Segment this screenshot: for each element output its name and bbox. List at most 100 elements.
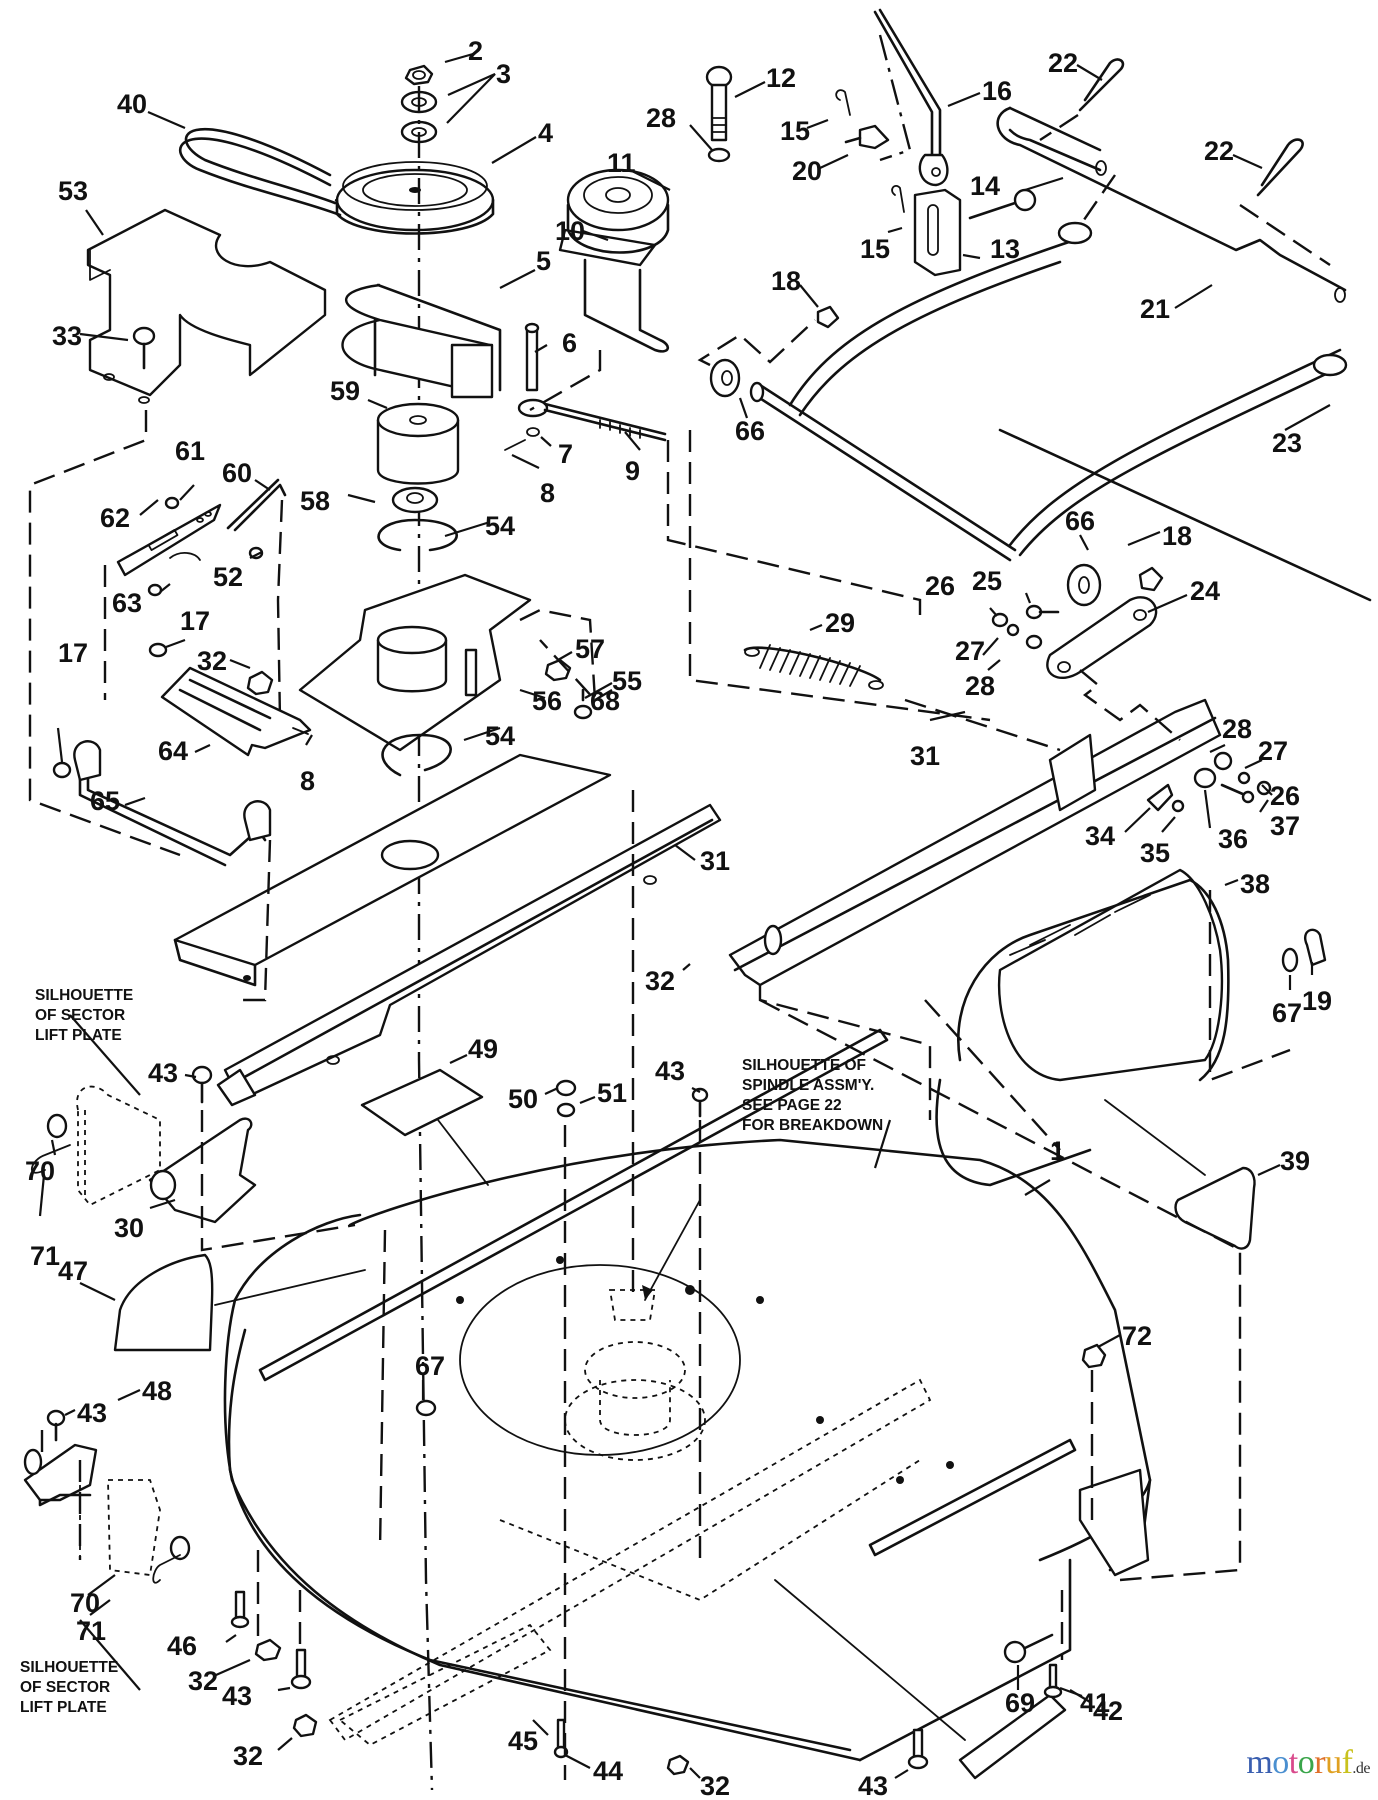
part-spacer-59 (376, 402, 460, 485)
callout-5: 5 (536, 246, 551, 276)
callout-23: 23 (1272, 428, 1302, 458)
part-screw-41 (1043, 1663, 1063, 1699)
callout-18a: 18 (771, 266, 801, 296)
callout-32d: 32 (233, 1741, 263, 1771)
callout-55: 55 (612, 666, 642, 696)
callout-2: 2 (468, 36, 483, 66)
callout-35: 35 (1140, 838, 1170, 868)
part-hairpin-22a (1078, 58, 1125, 112)
part-nut-17b (148, 642, 168, 658)
part-hairpin-71a (30, 1144, 71, 1174)
part-screw-61 (164, 496, 180, 510)
sector-plate-silhouette-bottom (79, 1475, 161, 1577)
watermark-letter: m (1246, 1744, 1273, 1781)
callout-57: 57 (575, 634, 605, 664)
callout-71b: 71 (76, 1616, 106, 1646)
part-rail-31-right (728, 698, 1222, 987)
leader-dash-10 (529, 350, 602, 412)
part-lift-link-62 (116, 503, 222, 577)
part-snap-ring-54a (377, 518, 458, 552)
callout-28a: 28 (646, 103, 676, 133)
note-line: SILHOUETTE OF (742, 1057, 866, 1074)
callout-9: 9 (625, 456, 640, 486)
callout-70b: 70 (70, 1588, 100, 1618)
callout-6: 6 (562, 328, 577, 358)
watermark-letter: f (1341, 1744, 1353, 1781)
part-bolt-63 (147, 583, 163, 597)
callout-20: 20 (792, 156, 822, 186)
part-belt-guard-5 (341, 283, 502, 399)
callout-11: 11 (607, 148, 636, 178)
callout-29: 29 (825, 608, 855, 638)
part-lift-rod-16 (873, 8, 949, 187)
callout-43b: 43 (655, 1056, 685, 1086)
callout-66b: 66 (1065, 506, 1095, 536)
callout-43a: 43 (148, 1058, 178, 1088)
part-bolt-46 (230, 1590, 250, 1629)
callout-51: 51 (597, 1078, 627, 1108)
watermark-letter: o (1272, 1744, 1289, 1781)
part-bushing-18b (1138, 566, 1164, 592)
part-lift-bracket-48 (23, 1443, 98, 1507)
watermark-logo: motoruf.de (1246, 1744, 1370, 1782)
callout-4: 4 (538, 118, 553, 148)
callout-17a: 17 (58, 638, 88, 668)
watermark-letter: u (1325, 1744, 1342, 1781)
watermark-letter: o (1297, 1744, 1315, 1781)
callout-62: 62 (100, 503, 130, 533)
leader-dash-66a (697, 319, 816, 367)
callout-48: 48 (142, 1376, 172, 1406)
callout-19: 19 (1302, 986, 1332, 1016)
part-hairpin-71b (152, 1554, 181, 1584)
leader-dash-60 (276, 499, 284, 721)
part-bushing-18a (816, 305, 840, 329)
part-washer-67b (415, 1399, 437, 1417)
note-line: LIFT PLATE (35, 1027, 122, 1044)
part-decal-39 (1104, 1099, 1256, 1250)
callout-12: 12 (766, 63, 796, 93)
leader-dash-right-rail (688, 430, 1061, 752)
callout-3: 3 (496, 59, 511, 89)
callout-15a: 15 (780, 116, 810, 146)
callout-16: 16 (982, 76, 1012, 106)
callouts: 40 2 3 4 53 5 33 12 28 11 10 6 15 20 16 … (25, 36, 1332, 1800)
part-snap-ring-54b (381, 733, 452, 777)
callout-71a: 71 (30, 1241, 60, 1271)
part-washer-70b (169, 1535, 191, 1561)
callout-68: 68 (590, 686, 620, 716)
part-nut-32d (292, 1713, 318, 1738)
part-link-rod-9 (517, 398, 667, 442)
part-arm-24 (1046, 596, 1158, 680)
part-pin-6 (524, 322, 540, 392)
note-sector-plate-bottom: SILHOUETTE OF SECTOR LIFT PLATE (20, 1659, 118, 1716)
callout-54b: 54 (485, 721, 515, 751)
callout-22b: 22 (1204, 136, 1234, 166)
watermark-tld: .de (1352, 1760, 1370, 1777)
part-mower-deck-1 (223, 1028, 1152, 1762)
part-decal-47 (113, 1253, 366, 1352)
callout-54a: 54 (485, 511, 515, 541)
callout-7: 7 (558, 439, 573, 469)
callout-43d: 43 (222, 1681, 252, 1711)
part-nut-17a (52, 761, 72, 779)
callout-43e: 43 (858, 1771, 888, 1800)
part-pulley-4 (335, 161, 495, 235)
spindle-silhouette (564, 1199, 706, 1461)
part-discharge-chute-38 (935, 868, 1230, 1187)
note-spindle: SILHOUETTE OF SPINDLE ASSM'Y. SEE PAGE 2… (742, 1057, 883, 1134)
note-line: SEE PAGE 22 (742, 1097, 842, 1114)
part-guard-bracket-53 (86, 208, 327, 397)
part-cotter-7-8 (504, 427, 540, 451)
part-washer-28a (707, 147, 731, 163)
callout-64: 64 (158, 736, 188, 766)
callout-15b: 15 (860, 234, 890, 264)
callout-61: 61 (175, 436, 205, 466)
note-sector-plate-top: SILHOUETTE OF SECTOR LIFT PLATE (35, 987, 133, 1044)
callout-38: 38 (1240, 869, 1270, 899)
part-bolt-14 (968, 188, 1037, 220)
part-nut-32c (254, 1638, 282, 1662)
part-pin-35 (1171, 799, 1185, 813)
part-washer-70a (46, 1113, 68, 1139)
callout-63: 63 (112, 588, 142, 618)
leader-dash-24 (1079, 669, 1181, 741)
